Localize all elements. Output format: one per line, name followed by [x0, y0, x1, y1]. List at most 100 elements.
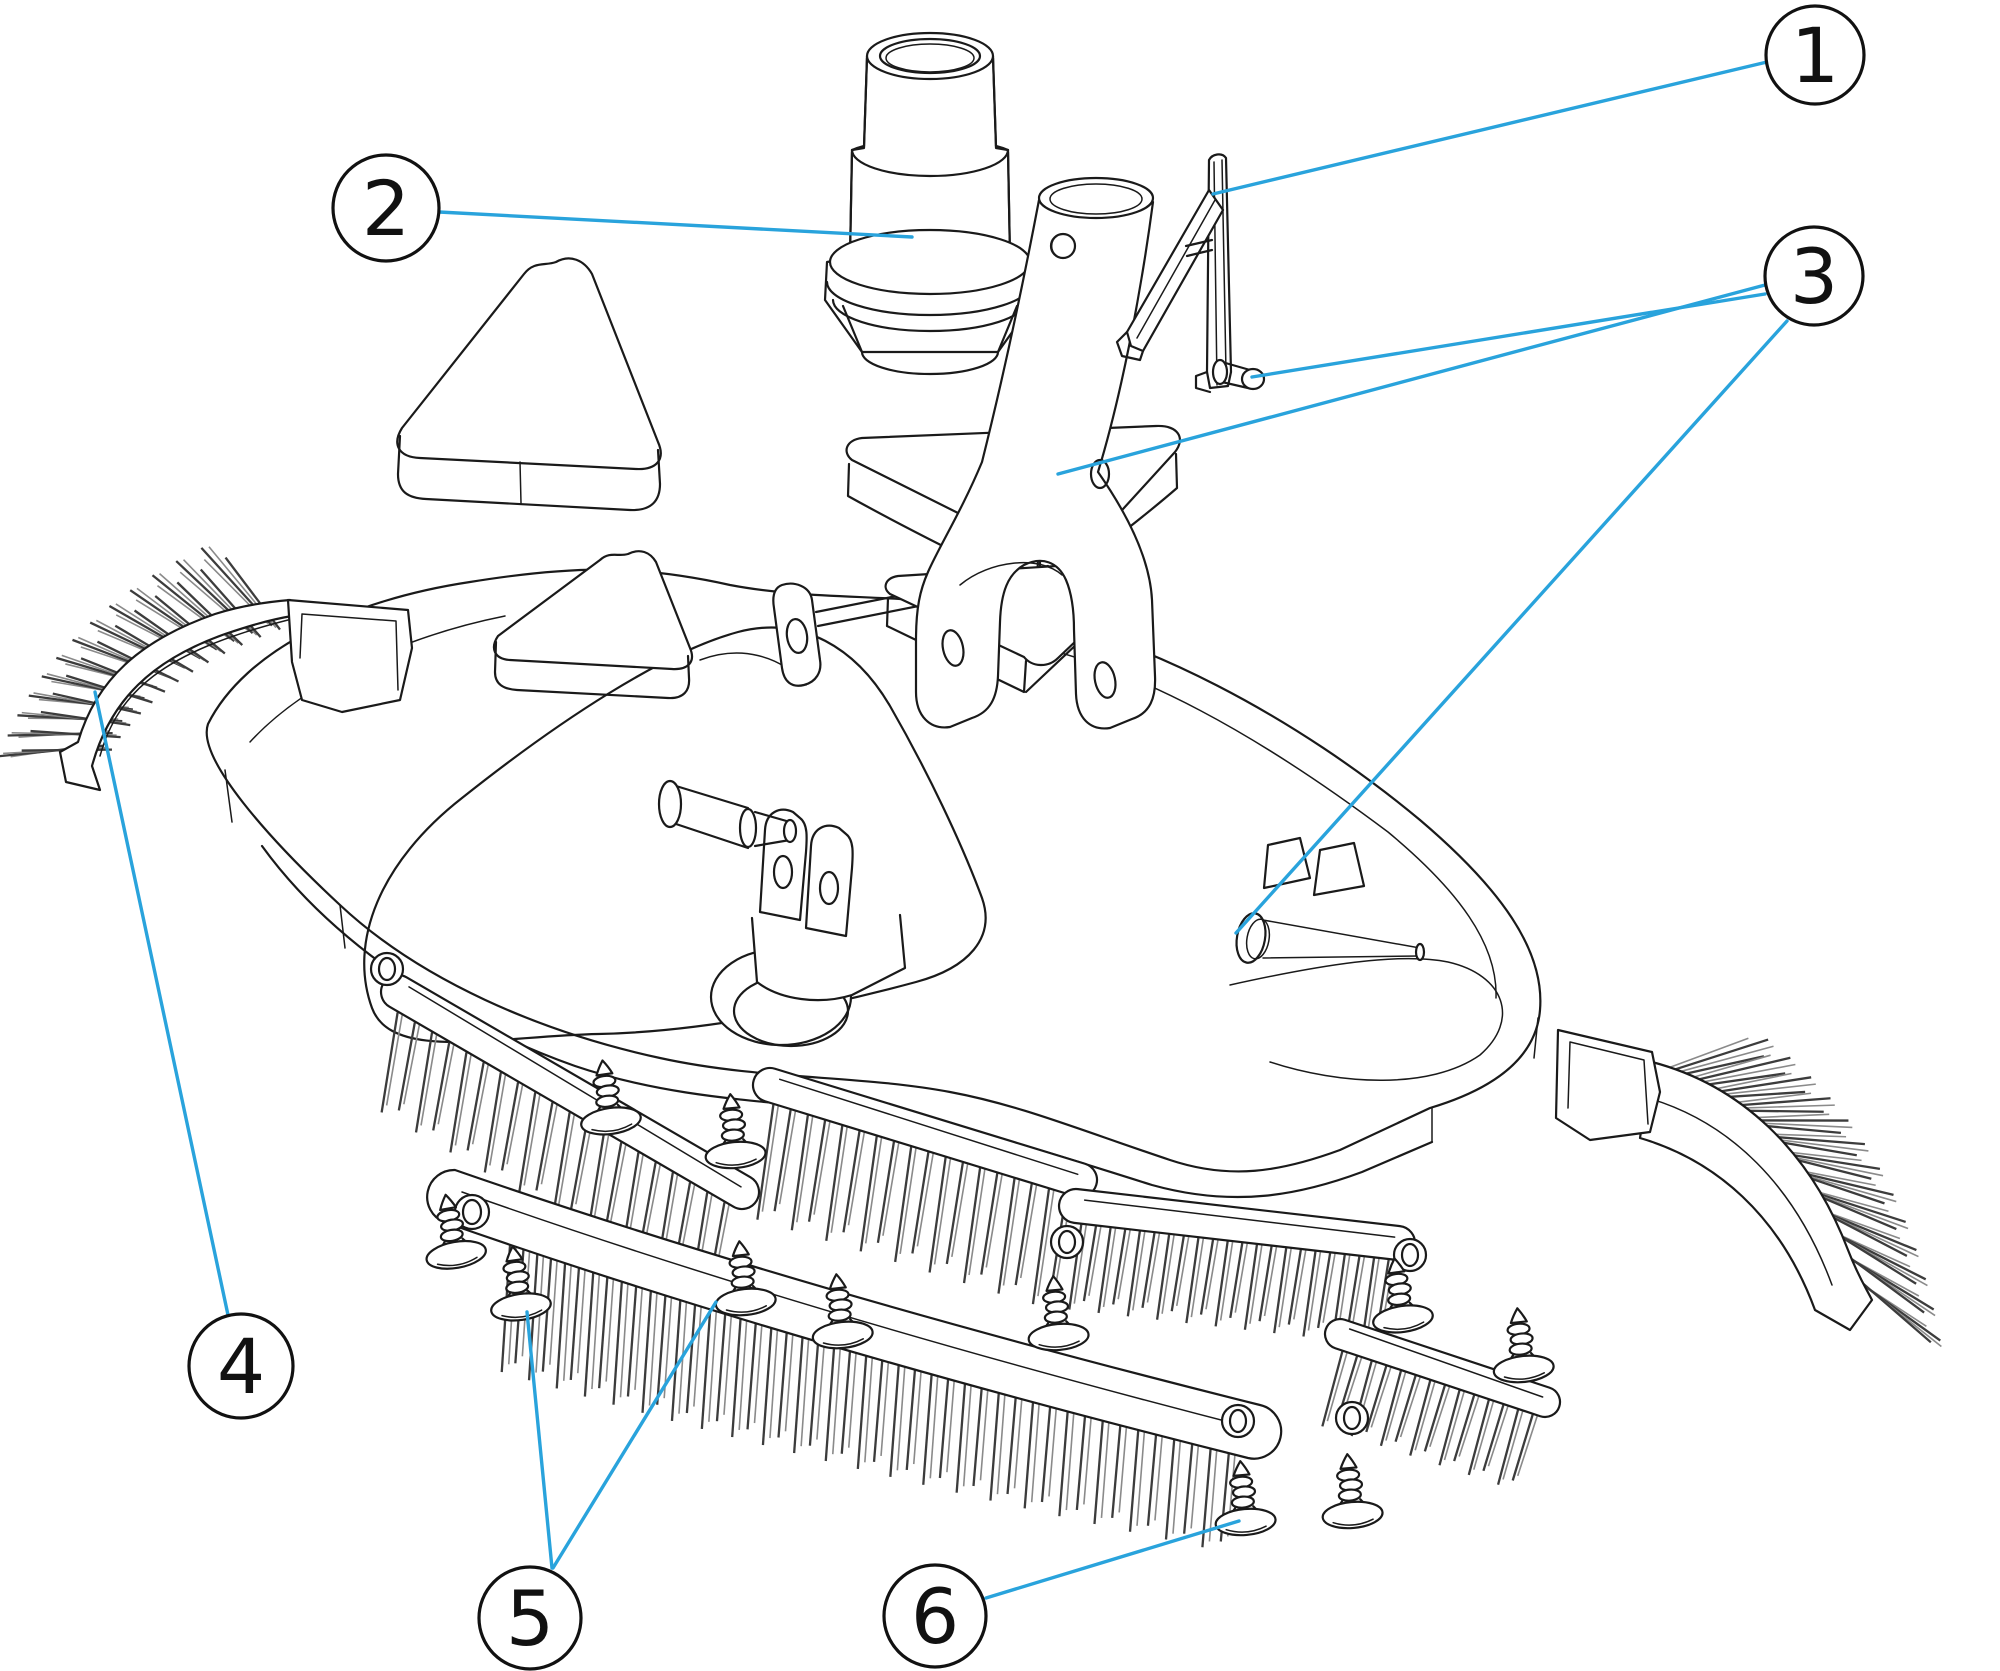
leader-line	[93, 690, 230, 1317]
weight-plate-lower-left	[492, 550, 694, 700]
bristle	[1429, 1385, 1451, 1448]
bristle	[643, 1162, 662, 1245]
bristle	[1155, 1234, 1171, 1320]
brush-strip	[1321, 1317, 1562, 1485]
brush-strips	[369, 951, 1562, 1485]
bristle	[437, 1042, 456, 1125]
callout-circle-3	[1763, 225, 1865, 327]
bristle	[1199, 1239, 1215, 1315]
callout-3: 3	[1056, 225, 1865, 935]
bristle	[1502, 1409, 1524, 1480]
bristle	[380, 1012, 399, 1113]
bristle-tuft	[115, 603, 205, 662]
bristle	[773, 1109, 792, 1212]
bristle	[552, 1112, 571, 1213]
callout-number-5: 5	[506, 1574, 554, 1663]
bristle	[1073, 1224, 1088, 1304]
bristle	[1019, 1183, 1038, 1279]
brush-strip	[369, 951, 761, 1293]
bristle	[1214, 1241, 1229, 1327]
bristle	[540, 1102, 559, 1185]
bristle	[1302, 1251, 1317, 1337]
leader-line	[551, 1300, 718, 1570]
handle-lock-spring-clip	[1115, 153, 1266, 394]
leader-line	[1234, 319, 1789, 935]
bristle	[1146, 1232, 1161, 1303]
leader-line	[437, 210, 914, 239]
bristle	[1370, 1365, 1393, 1428]
bristle	[813, 1120, 831, 1215]
bristle-tuft	[1669, 1045, 1774, 1076]
side-brush-left	[0, 546, 414, 792]
bristle	[569, 1122, 588, 1211]
bristle	[1322, 1253, 1336, 1323]
bristle	[778, 1109, 797, 1205]
bristle	[980, 1173, 999, 1275]
bristle	[1473, 1399, 1495, 1470]
bristle	[414, 1032, 434, 1133]
bristle	[1516, 1414, 1539, 1477]
callout-number-6: 6	[911, 1572, 959, 1661]
bristle	[842, 1130, 861, 1233]
leader-line	[1250, 292, 1767, 379]
strip-end-tab	[1334, 1400, 1370, 1436]
bristle	[518, 1092, 537, 1193]
bristle	[397, 1022, 416, 1111]
bristle	[1175, 1236, 1190, 1307]
bristle	[894, 1146, 913, 1263]
bristle	[1082, 1226, 1098, 1302]
bristle	[1037, 1189, 1055, 1297]
bristle	[557, 1112, 576, 1206]
strip-end-tab	[369, 951, 405, 987]
bristle	[830, 1125, 849, 1233]
bristle	[985, 1173, 1004, 1268]
bristle	[1379, 1370, 1403, 1447]
bristle	[756, 1104, 775, 1220]
bristle	[1161, 1234, 1175, 1314]
bristle	[1511, 1414, 1534, 1481]
bristle	[1141, 1232, 1156, 1308]
handle-swivel-tube-fork	[914, 176, 1157, 730]
bristle	[790, 1115, 809, 1231]
screw-icon	[1363, 1253, 1436, 1338]
bristle	[575, 1122, 593, 1205]
callout-number-3: 3	[1790, 232, 1838, 321]
bristle	[761, 1104, 780, 1212]
bristle	[1185, 1237, 1200, 1324]
bristle	[523, 1092, 542, 1186]
bristle	[916, 1152, 935, 1247]
bristle-tuft	[1836, 1233, 1917, 1285]
bristle	[882, 1141, 900, 1236]
callout-4: 4	[93, 690, 295, 1420]
weight-plate-upper-left	[396, 257, 662, 512]
bristle	[796, 1115, 814, 1223]
bristle	[1205, 1239, 1219, 1310]
bristle	[1249, 1244, 1263, 1324]
leader-line	[1211, 60, 1769, 196]
bristle-tuft	[1664, 1038, 1769, 1074]
bristle	[1263, 1246, 1278, 1317]
bristle	[928, 1157, 947, 1273]
bristle-tuft	[176, 581, 244, 646]
callout-circle-6	[882, 1563, 988, 1669]
bristle	[466, 1062, 485, 1151]
screw-icon	[1022, 1272, 1091, 1354]
bristle	[1287, 1249, 1302, 1325]
bristle	[1438, 1389, 1461, 1466]
bristle	[945, 1162, 964, 1265]
axle-pin-center-icon	[657, 779, 798, 850]
callout-number-2: 2	[362, 164, 410, 253]
bristle	[1190, 1237, 1205, 1318]
bristle	[951, 1162, 969, 1258]
bristle-tuft	[1681, 1054, 1771, 1082]
callout-circle-1	[1764, 4, 1866, 106]
bristle-tuft	[1684, 1056, 1791, 1084]
bristle	[535, 1102, 554, 1191]
leader-line	[525, 1310, 554, 1570]
bristle	[1443, 1390, 1466, 1461]
bristle	[1097, 1227, 1112, 1314]
bristle	[1002, 1178, 1021, 1286]
bristle	[859, 1136, 878, 1252]
